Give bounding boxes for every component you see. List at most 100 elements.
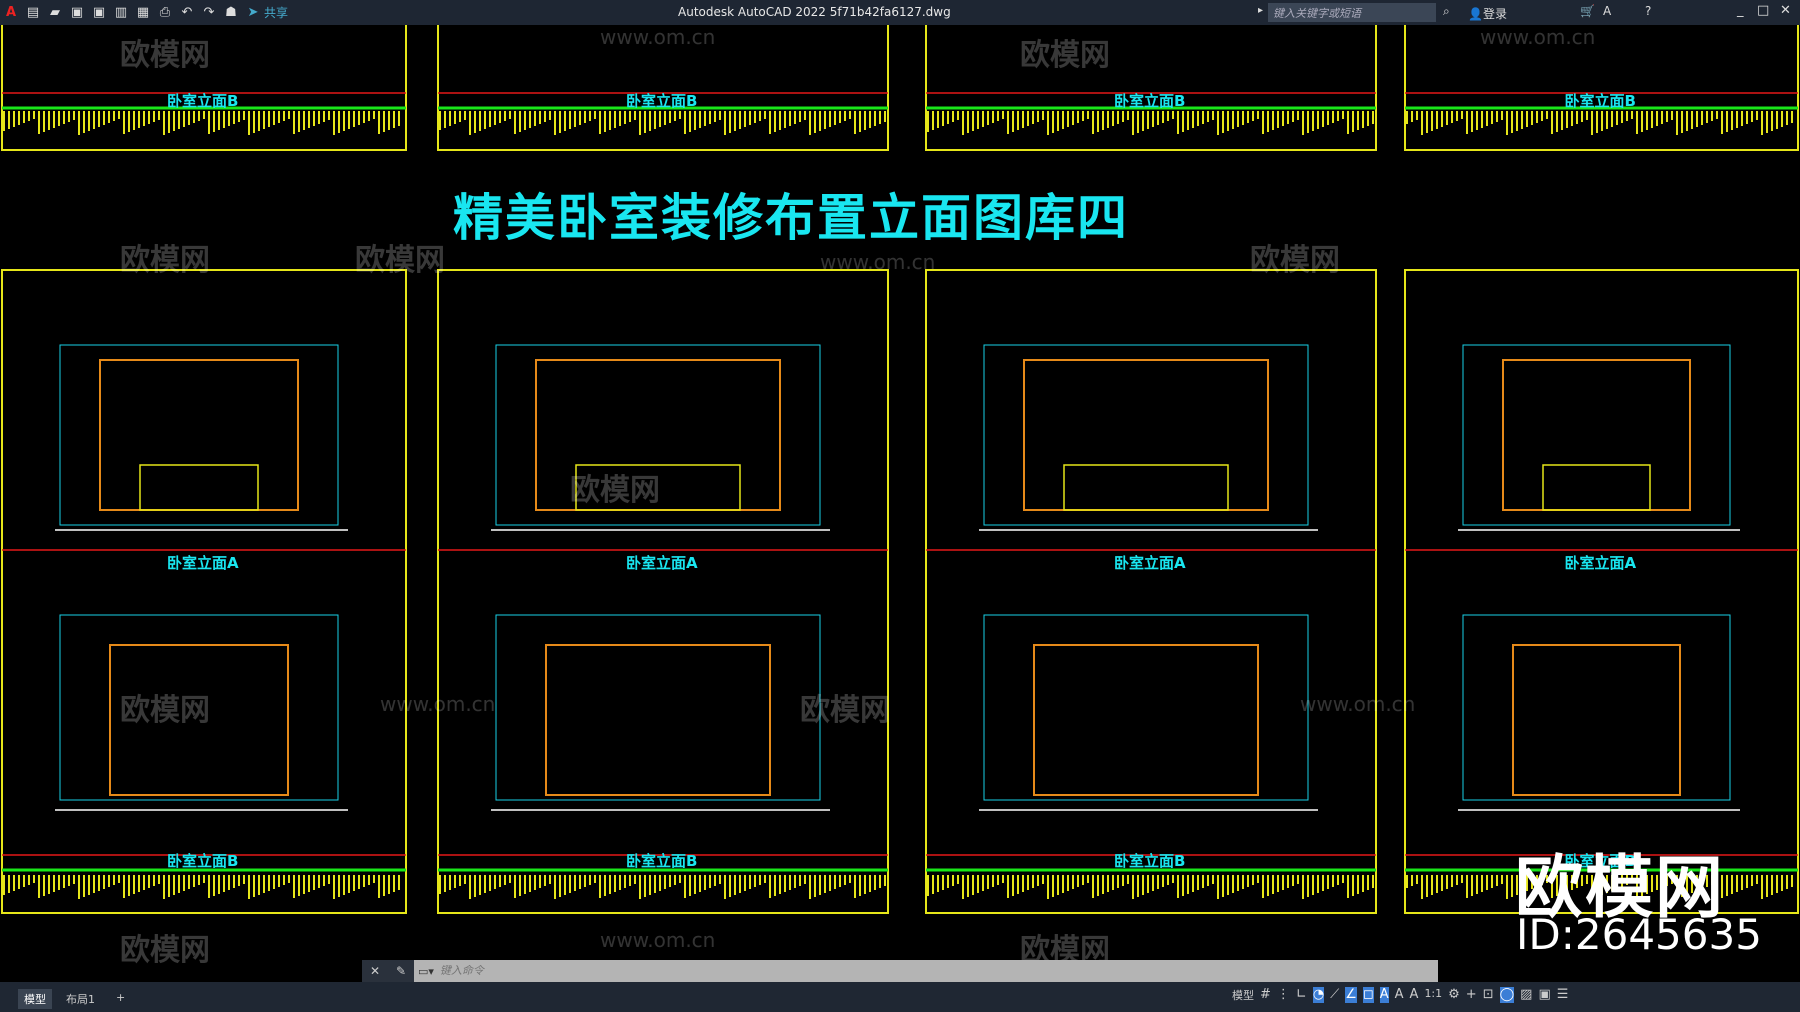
watermark-text: 欧模网 [120,38,210,73]
sheet-frame [437,269,889,914]
elevation-a-outline [59,344,339,526]
furniture-block [1033,644,1259,796]
bed [575,464,741,511]
recent-commands-icon[interactable]: ▭▾ [418,964,434,978]
snap-icon[interactable]: ⋮ [1276,987,1290,1002]
command-input[interactable] [433,965,1438,977]
autodesk-a-icon[interactable]: A [1603,4,1612,18]
annotation-visibility-icon[interactable]: A [1379,987,1389,1003]
elevation-b-outline [1462,614,1731,801]
undo-icon[interactable]: ↶ [181,4,193,20]
plus-icon[interactable]: + [1465,987,1477,1002]
elevation-label-b: 卧室立面B [1114,92,1186,110]
watermark-url: www.om.cn [600,928,716,952]
new-file-icon[interactable]: ▤ [26,4,40,20]
autocad-logo-icon[interactable]: A [5,4,17,20]
watermark-text: 欧模网 [1020,38,1110,73]
command-line[interactable]: ✕ ✎ ▭▾ [362,960,1438,982]
search-icon[interactable]: ⌕ [1443,4,1450,18]
watermark-text: 欧模网 [570,473,660,508]
tab-layout1[interactable]: 布局1 [66,993,95,1006]
scale-dropdown[interactable]: 1:1 [1424,987,1443,1000]
login-label: 登录 [1482,7,1507,21]
login-button[interactable]: 👤登录 [1468,5,1507,22]
autoscale-icon[interactable]: A [1394,987,1404,1002]
watermark-url: www.om.cn [600,25,716,49]
maximize-button[interactable]: □ [1757,3,1770,18]
redo-icon[interactable]: ↷ [203,4,215,20]
drawing-title: 精美卧室装修布置立面图库四 [453,189,1129,247]
watermark-text: 欧模网 [355,243,445,278]
close-button[interactable]: ✕ [1780,3,1791,18]
clean-screen-icon[interactable]: ▣ [1538,987,1551,1002]
osnap-icon[interactable]: ◻ [1362,987,1374,1003]
elevation-label-a: 卧室立面A [1114,554,1186,572]
furniture-block [1512,644,1681,796]
share-icon[interactable]: ➤ [247,4,259,20]
elevation-label-a: 卧室立面A [1564,554,1637,572]
isodraft-icon[interactable]: ⟋ [1330,987,1340,1002]
elevation-label-a: 卧室立面A [167,554,239,572]
watermark-logo: 欧模网 [1515,849,1726,928]
print-icon[interactable]: ⎙ [159,4,171,20]
isolate-icon[interactable]: ◯ [1499,987,1515,1003]
polar-icon[interactable]: ◔ [1312,987,1325,1003]
app-title: Autodesk AutoCAD 2022 5f71b42fa6127.dwg [678,5,951,19]
save-icon[interactable]: ▣ [70,4,84,20]
cad-drawing [1,19,1799,914]
workspace-icon[interactable]: ☗ [225,4,237,20]
watermark-text: 欧模网 [1250,243,1340,278]
elevation-a-outline [983,344,1309,526]
units-icon[interactable]: ⊡ [1482,987,1494,1002]
annotation-scale-icon[interactable]: A [1409,987,1419,1002]
hardware-accel-icon[interactable]: ▨ [1520,987,1533,1002]
elevation-label-a: 卧室立面A [626,554,698,572]
furniture-block [1502,359,1691,511]
add-layout-button[interactable]: + [116,991,126,1004]
osnap-tracking-icon[interactable]: ∠ [1345,987,1357,1003]
minimize-button[interactable]: _ [1737,3,1744,18]
elevation-b-outline [983,614,1309,801]
sheet-frame [1,269,407,914]
plot-icon[interactable]: ▦ [136,4,150,20]
elevation-b-outline [495,614,821,801]
help-icon[interactable]: ? [1645,4,1652,18]
elevation-label-b: 卧室立面B [1114,852,1186,870]
gear-icon[interactable]: ⚙ [1448,987,1460,1002]
elevation-b-outline [59,614,339,801]
bed [1063,464,1229,511]
furniture-block [1023,359,1269,511]
tab-model[interactable]: 模型 [18,989,52,1009]
watermark-url: www.om.cn [820,250,936,274]
ortho-icon[interactable]: ∟ [1295,987,1307,1002]
furniture-block [545,644,771,796]
sheet-frame [1404,269,1799,914]
watermark-url: www.om.cn [1480,25,1596,49]
elevation-a-outline [1462,344,1731,526]
publish-icon[interactable]: ▥ [114,4,128,20]
customize-menu-icon[interactable]: ☰ [1556,987,1569,1002]
customize-icon[interactable]: ✎ [395,964,407,978]
bed [139,464,259,511]
user-icon: 👤 [1468,7,1483,21]
top-frame [1404,19,1799,151]
grid-icon[interactable]: # [1260,987,1271,1002]
watermark-text: 欧模网 [120,933,210,968]
save-as-icon[interactable]: ▣ [92,4,106,20]
cart-icon[interactable]: 🛒 [1580,4,1595,18]
drawing-canvas[interactable]: 精美卧室装修布置立面图库四 卧室立面B 卧室立面A 卧室立面B 卧室立面B 卧室立面A 卧… [0,19,1800,968]
elevation-a-outline [495,344,821,526]
model-space-button[interactable]: 模型 [1232,989,1254,1002]
search-expand-icon[interactable]: ▸ [1258,5,1264,16]
search-input[interactable]: 键入关键字或短语 [1268,3,1436,22]
elevation-label-b: 卧室立面B [1564,852,1636,870]
elevation-label-b: 卧室立面B [626,852,698,870]
close-cmd-icon[interactable]: ✕ [369,964,381,978]
elevation-label-b: 卧室立面B [626,92,698,110]
elevation-label-b: 卧室立面B [167,92,239,110]
elevation-label-b: 卧室立面B [167,852,239,870]
share-button[interactable]: 共享 [264,6,289,20]
watermark-text: 欧模网 [120,693,210,728]
title-bar: A ▤ ▰ ▣ ▣ ▥ ▦ ⎙ ↶ ↷ ☗ ➤ 共享 Autodesk Auto… [0,0,1800,25]
open-folder-icon[interactable]: ▰ [50,4,60,20]
